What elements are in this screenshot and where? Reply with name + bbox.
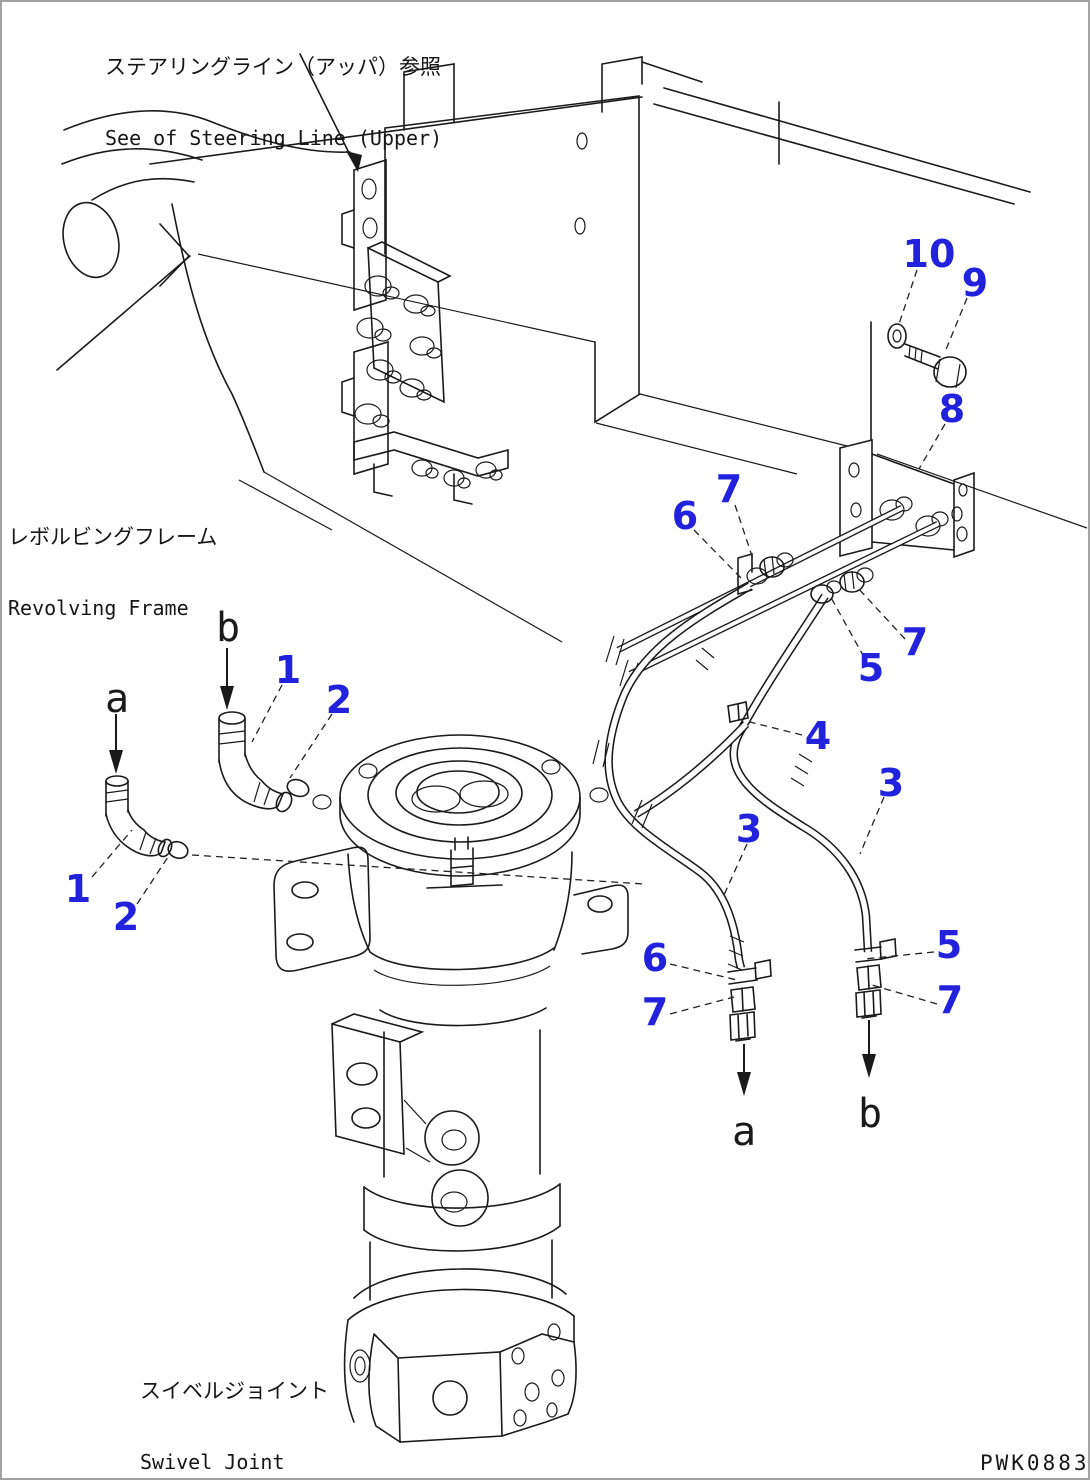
leader-lines — [91, 53, 968, 1015]
callout-3: 3 — [735, 807, 763, 851]
flow-arrowhead-a — [737, 1072, 751, 1096]
flow-arrows — [109, 648, 876, 1096]
fittings-art — [727, 552, 874, 723]
callout-10: 10 — [902, 232, 956, 276]
flow-letter-b: b — [857, 1091, 883, 1137]
bracket-art — [839, 321, 975, 559]
callout-8: 8 — [938, 387, 966, 431]
callout-2: 2 — [325, 678, 353, 722]
callout-2: 2 — [112, 895, 140, 939]
callout-6: 6 — [671, 494, 699, 538]
revolving-frame-art — [56, 56, 1088, 643]
flow-arrowhead-b — [220, 686, 234, 710]
callout-3: 3 — [877, 761, 905, 805]
swivel-joint-en: Swivel Joint — [140, 1450, 285, 1475]
hose-end-b-art — [854, 938, 897, 1019]
callout-5: 5 — [857, 646, 885, 690]
bolt-washer-art — [887, 323, 967, 389]
revolving-frame-label: レボルビングフレーム Revolving Frame — [8, 478, 217, 668]
callout-4: 4 — [804, 714, 832, 758]
flow-letter-b: b — [215, 605, 241, 651]
swivel-joint-label: スイベルジョイント Swivel Joint — [140, 1332, 329, 1478]
flow-arrowhead-b — [862, 1054, 876, 1078]
callout-7: 7 — [936, 978, 964, 1022]
elbow-fitting-a-art — [105, 775, 189, 860]
callout-9: 9 — [961, 261, 989, 305]
swivel-joint-jp: スイベルジョイント — [140, 1379, 329, 1404]
flow-letter-a: a — [731, 1109, 757, 1155]
callout-5: 5 — [935, 923, 963, 967]
callout-7: 7 — [715, 467, 743, 511]
steering-line-ref-label: ステアリングライン（アッパ）参照 See of Steering Line (U… — [105, 8, 442, 198]
swivel-joint-art — [273, 734, 629, 1443]
steering-tubes-art — [605, 505, 940, 690]
callout-7: 7 — [901, 620, 929, 664]
steering-manifold-art — [341, 158, 509, 505]
steering-line-ref-en: See of Steering Line (Upper) — [105, 126, 443, 151]
revolving-frame-jp: レボルビングフレーム — [8, 525, 218, 550]
callout-6: 6 — [641, 936, 669, 980]
flow-arrowhead-a — [109, 750, 123, 774]
steering-line-ref-jp: ステアリングライン（アッパ）参照 — [105, 55, 441, 80]
elbow-fitting-b-art — [218, 711, 310, 813]
callout-7: 7 — [641, 990, 669, 1034]
hoses-art — [592, 582, 873, 971]
drawing-code: PWK0883 — [980, 1451, 1090, 1475]
callout-1: 1 — [274, 648, 302, 692]
flow-letter-a: a — [104, 676, 130, 722]
hose-end-a-art — [727, 959, 772, 1042]
callout-1: 1 — [64, 867, 92, 911]
revolving-frame-en: Revolving Frame — [8, 596, 189, 621]
